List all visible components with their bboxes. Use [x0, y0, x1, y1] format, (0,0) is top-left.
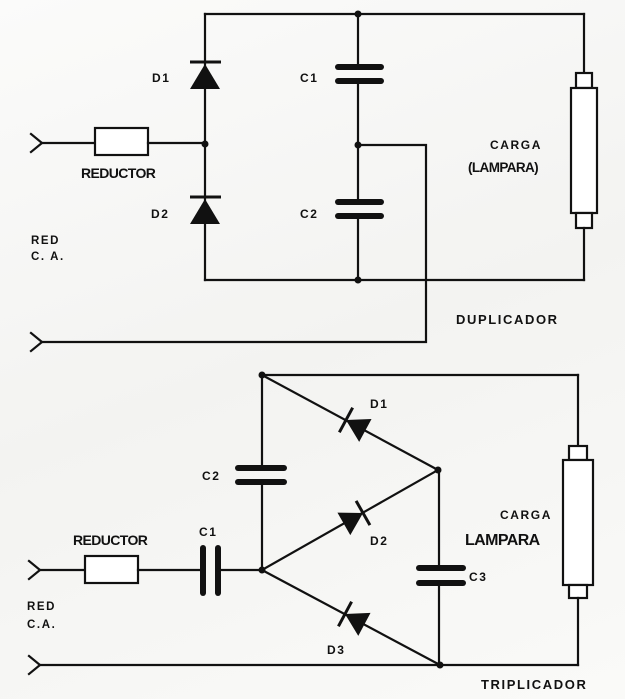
triplicador-title: TRIPLICADOR — [481, 677, 587, 692]
red-ca-label-line1: RED — [31, 235, 60, 247]
diode-d1 — [190, 60, 221, 89]
carga-label: CARGA — [490, 138, 542, 152]
carga-label: CARGA — [500, 508, 552, 522]
input-terminal-top-icon — [27, 559, 42, 581]
triplicator-circuit: D1 D2 D3 C1 C2 C3 REDUCTOR RED C.A. CARG… — [27, 371, 595, 692]
red-ca-label-line1: RED — [27, 601, 56, 613]
lampara-label: (LAMPARA) — [468, 160, 538, 175]
duplicador-title: DUPLICADOR — [456, 312, 559, 327]
reductor-label: REDUCTOR — [73, 532, 148, 548]
diode-d1 — [338, 406, 372, 442]
reductor-resistor — [93, 126, 150, 157]
duplicator-circuit: D1 D2 C1 C2 REDUCTOR RED C. A. CARGA (LA… — [29, 10, 599, 353]
red-ca-label-line2: C. A. — [31, 251, 65, 263]
lamp-load — [561, 444, 595, 600]
capacitor-c1-label: C1 — [300, 71, 319, 85]
lamp-load — [569, 71, 599, 230]
neutral-return-wire — [40, 143, 428, 344]
input-terminal-top-icon — [29, 132, 44, 154]
diode-d3 — [337, 600, 371, 636]
diode-d3-label: D3 — [327, 643, 346, 657]
capacitor-c1 — [200, 545, 221, 596]
red-ca-label-line2: C.A. — [27, 619, 56, 631]
diode-d2-label: D2 — [151, 207, 170, 221]
junction-node — [201, 140, 209, 148]
reductor-label: REDUCTOR — [81, 165, 156, 181]
diode-d2 — [337, 500, 372, 536]
junction-node — [436, 661, 444, 669]
capacitor-c2 — [235, 465, 287, 485]
capacitor-c2-label: C2 — [300, 207, 319, 221]
capacitor-c2 — [335, 199, 384, 219]
capacitor-c1-label: C1 — [199, 525, 218, 539]
capacitor-c3-label: C3 — [469, 570, 488, 584]
lampara-label: LAMPARA — [465, 532, 541, 549]
diode-d2 — [190, 195, 221, 224]
diode-d2-label: D2 — [370, 534, 389, 548]
capacitor-c3 — [416, 565, 466, 586]
diode-d1-label: D1 — [152, 71, 171, 85]
diode-d1-label: D1 — [370, 397, 389, 411]
input-terminal-bottom-icon — [29, 331, 44, 353]
input-terminal-bottom-icon — [27, 654, 42, 676]
reductor-resistor — [83, 554, 140, 585]
capacitor-c2-label: C2 — [202, 469, 221, 483]
capacitor-c1 — [335, 64, 384, 84]
